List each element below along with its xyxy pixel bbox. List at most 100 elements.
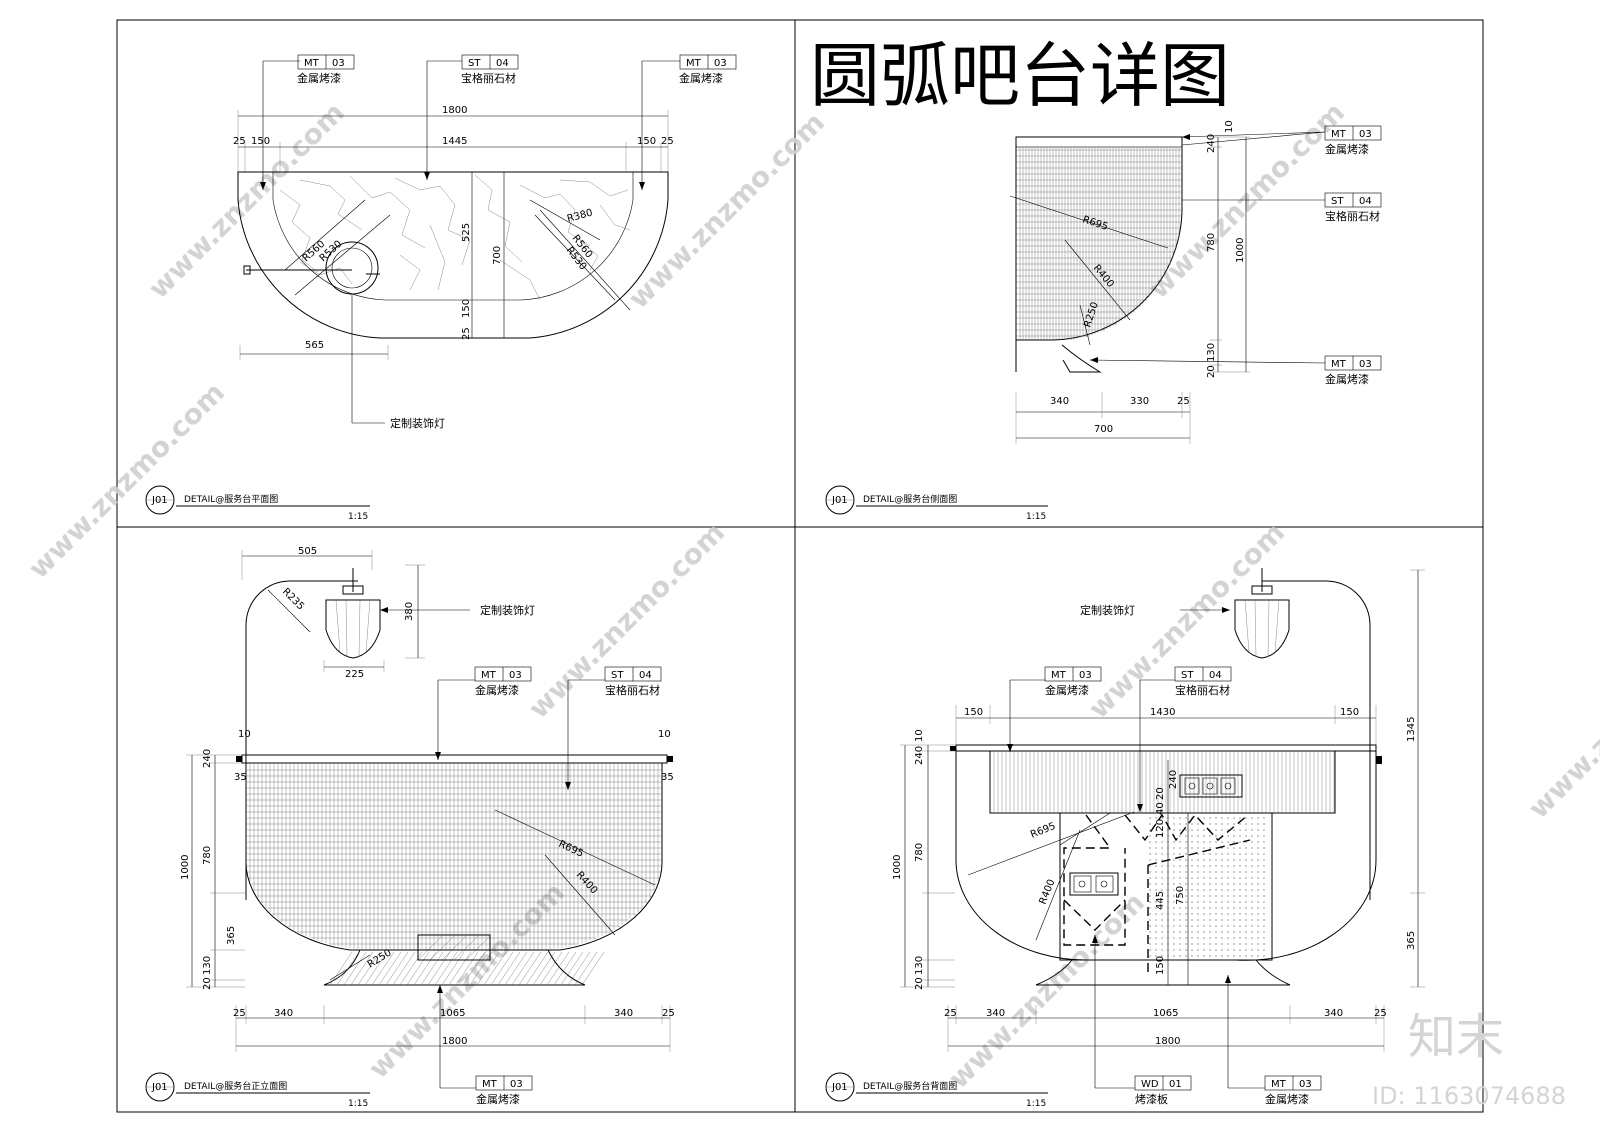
- svg-text:宝格丽石材: 宝格丽石材: [605, 683, 660, 697]
- dim-label: 240: [914, 746, 925, 765]
- dim-label: R380: [566, 208, 594, 225]
- dim-label: 525: [461, 223, 472, 242]
- power-socket-icon: [1069, 872, 1119, 896]
- dim-label: R695: [1029, 821, 1057, 841]
- svg-text:03: 03: [1299, 1079, 1312, 1090]
- door-swing-lines: [1063, 813, 1251, 975]
- drawing-name: DETAIL@服务台平面图: [184, 493, 278, 505]
- dim-label: 10: [658, 729, 671, 740]
- dim-label: 380: [404, 602, 415, 621]
- material-callout: MT 03 金属烤漆: [1324, 355, 1382, 386]
- dim-label: 1345: [1406, 717, 1417, 742]
- watermark-text: www.znzmo.com: [22, 376, 231, 585]
- side-title-block: J01 DETAIL@服务台侧面图 1:15: [825, 485, 1048, 522]
- dim-label: 10: [238, 729, 251, 740]
- svg-text:MT: MT: [1051, 670, 1067, 681]
- dim-label: 25: [661, 136, 674, 147]
- dim-label: 240: [202, 749, 213, 768]
- svg-text:ST: ST: [1181, 670, 1194, 681]
- dim-label: 25: [461, 327, 472, 340]
- dim-label: 340: [986, 1008, 1005, 1019]
- svg-text:03: 03: [509, 670, 522, 681]
- svg-text:MT: MT: [481, 670, 497, 681]
- svg-text:03: 03: [332, 58, 345, 69]
- dim-label: R235: [280, 586, 306, 612]
- drawing-name: DETAIL@服务台侧面图: [863, 493, 957, 505]
- plan-title-block: J01 DETAIL@服务台平面图 1:15: [145, 485, 370, 522]
- svg-text:金属烤漆: 金属烤漆: [1045, 683, 1089, 697]
- dim-label: 330: [1130, 396, 1149, 407]
- dim-label: 780: [202, 846, 213, 865]
- dim-label: 1800: [1155, 1036, 1180, 1047]
- dim-label: 150: [1155, 956, 1166, 975]
- svg-text:宝格丽石材: 宝格丽石材: [1175, 683, 1230, 697]
- drawing-name: DETAIL@服务台背面图: [863, 1080, 957, 1092]
- drawing-scale: 1:15: [1026, 1099, 1046, 1109]
- dim-label: 25: [662, 1008, 675, 1019]
- dim-label: 25: [1177, 396, 1190, 407]
- dim-label: 1800: [442, 105, 467, 116]
- dim-label: 700: [1094, 424, 1113, 435]
- dim-label: 150: [461, 299, 472, 318]
- lamp-note: 定制装饰灯: [390, 416, 445, 430]
- svg-text:金属烤漆: 金属烤漆: [476, 1092, 520, 1106]
- dim-label: 1000: [180, 855, 191, 880]
- dim-label: 340: [1050, 396, 1069, 407]
- drawing-tag: J01: [831, 495, 848, 506]
- dim-label: 25: [233, 136, 246, 147]
- svg-text:03: 03: [1079, 670, 1092, 681]
- dim-label: 365: [1406, 931, 1417, 950]
- cabinet-body: [1059, 812, 1273, 961]
- material-callout: ST 04 宝格丽石材: [461, 54, 519, 85]
- material-callout: MT 03 金属烤漆: [1044, 666, 1102, 697]
- svg-text:宝格丽石材: 宝格丽石材: [1325, 209, 1380, 223]
- bowl-hatching: [246, 763, 662, 950]
- material-callout: MT 03 金属烤漆: [679, 54, 737, 85]
- drawing-tag: J01: [151, 1082, 168, 1093]
- back-title-block: J01 DETAIL@服务台背面图 1:15: [825, 1072, 1048, 1109]
- svg-text:MT: MT: [686, 58, 702, 69]
- svg-text:金属烤漆: 金属烤漆: [679, 71, 723, 85]
- drawing-tag: J01: [831, 1082, 848, 1093]
- svg-text:WD: WD: [1141, 1079, 1159, 1090]
- watermark-text: www.znzmo.com: [1522, 616, 1600, 825]
- dim-label: 10: [914, 729, 925, 742]
- dim-label: 150: [964, 707, 983, 718]
- drawing-scale: 1:15: [348, 512, 368, 522]
- dim-label: 225: [345, 669, 364, 680]
- dim-label: 120: [1155, 819, 1166, 838]
- front-title-block: J01 DETAIL@服务台正立面图 1:15: [145, 1072, 370, 1109]
- brand-mark: 知末: [1408, 1009, 1504, 1065]
- dim-label: 780: [914, 843, 925, 862]
- svg-text:04: 04: [496, 58, 509, 69]
- dim-label: 750: [1175, 886, 1186, 905]
- svg-text:MT: MT: [1331, 359, 1347, 370]
- drawing-tag: J01: [151, 495, 168, 506]
- dim-label: 10: [1224, 120, 1235, 133]
- dim-label: 25: [944, 1008, 957, 1019]
- dim-label: 700: [492, 246, 503, 265]
- material-callout: ST 04 宝格丽石材: [1174, 666, 1232, 697]
- pendant-lamp: [1234, 585, 1290, 659]
- drawing-name: DETAIL@服务台正立面图: [184, 1080, 287, 1092]
- side-view: 10 240 780 1000 130 20 R695 R400 R250 34…: [1009, 120, 1382, 444]
- dim-label: 445: [1155, 891, 1166, 910]
- dim-label: 35: [234, 772, 247, 783]
- svg-text:03: 03: [1359, 359, 1372, 370]
- dim-label: 505: [298, 546, 317, 557]
- dim-label: 340: [1324, 1008, 1343, 1019]
- counter-inner-outline: [272, 171, 634, 301]
- dim-label: 240: [1206, 134, 1217, 153]
- svg-text:金属烤漆: 金属烤漆: [297, 71, 341, 85]
- dim-label: 1445: [442, 136, 467, 147]
- material-callout: MT 03 金属烤漆: [474, 666, 532, 697]
- svg-text:烤漆板: 烤漆板: [1135, 1092, 1168, 1106]
- dim-label: 20: [914, 977, 925, 990]
- svg-text:04: 04: [639, 670, 652, 681]
- sheet-frame: [116, 19, 1484, 1113]
- drawing-scale: 1:15: [348, 1099, 368, 1109]
- power-socket-icon: [1179, 774, 1243, 798]
- svg-text:ST: ST: [1331, 196, 1344, 207]
- svg-text:金属烤漆: 金属烤漆: [1325, 142, 1369, 156]
